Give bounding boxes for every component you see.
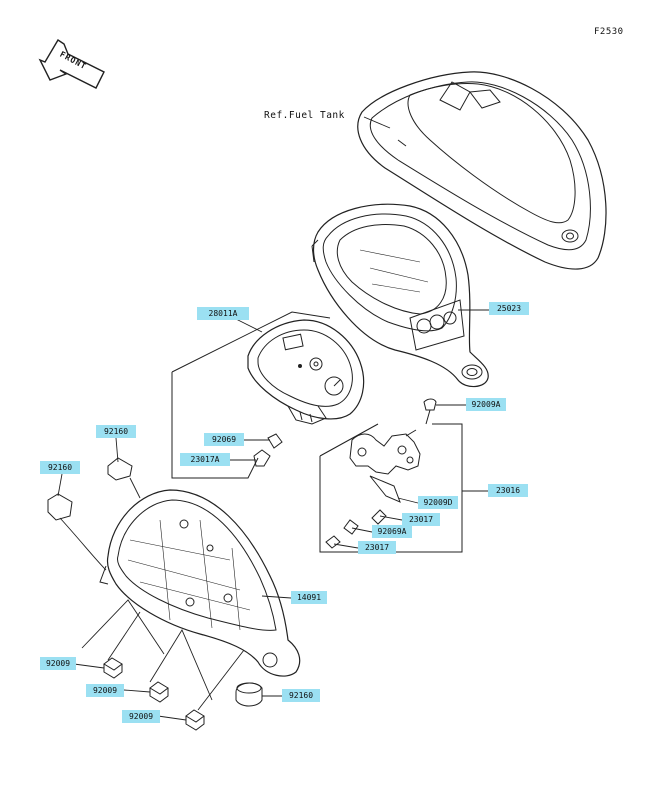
bracket-outline-28011a-top: [171, 311, 331, 373]
part-label-23017-lower[interactable]: 23017: [358, 541, 396, 554]
meter-housing-drawing: [311, 203, 489, 388]
part-label-92069[interactable]: 92069: [204, 433, 244, 446]
part-label-92009-second[interactable]: 92009: [86, 684, 124, 697]
part-label-92160-top[interactable]: 92160: [96, 425, 136, 438]
part-label-25023[interactable]: 25023: [489, 302, 529, 315]
reference-fuel-tank-label: Ref.Fuel Tank: [264, 110, 345, 121]
part-label-92009d[interactable]: 92009D: [418, 496, 458, 509]
part-label-92009a[interactable]: 92009A: [466, 398, 506, 411]
part-label-28011a[interactable]: 28011A: [197, 307, 249, 320]
bulb-socket-drawing: [253, 433, 283, 467]
part-label-14091[interactable]: 14091: [291, 591, 327, 604]
front-arrow-icon: [38, 39, 105, 89]
wiring-harness-drawing: [325, 398, 437, 549]
leader-lines: [57, 116, 489, 721]
part-label-92069a[interactable]: 92069A: [372, 525, 412, 538]
meter-case-drawing: [99, 489, 301, 677]
part-label-92009-third[interactable]: 92009: [122, 710, 160, 723]
bracket-outline-28011a: [171, 372, 259, 479]
part-label-23017-upper[interactable]: 23017: [402, 513, 440, 526]
speedometer-assembly-drawing: [247, 319, 365, 425]
part-label-92160-bottom[interactable]: 92160: [282, 689, 320, 702]
figure-code: F2530: [594, 27, 624, 37]
part-label-92160-left[interactable]: 92160: [40, 461, 80, 474]
screw-drawing: [103, 657, 205, 731]
bracket-outline-23016-top: [319, 423, 379, 457]
part-label-23017a[interactable]: 23017A: [180, 453, 230, 466]
part-label-23016[interactable]: 23016: [488, 484, 528, 497]
part-label-92009-first[interactable]: 92009: [40, 657, 76, 670]
fuel-tank-cover-drawing: [357, 71, 607, 270]
bracket-outline-23016: [319, 423, 463, 553]
